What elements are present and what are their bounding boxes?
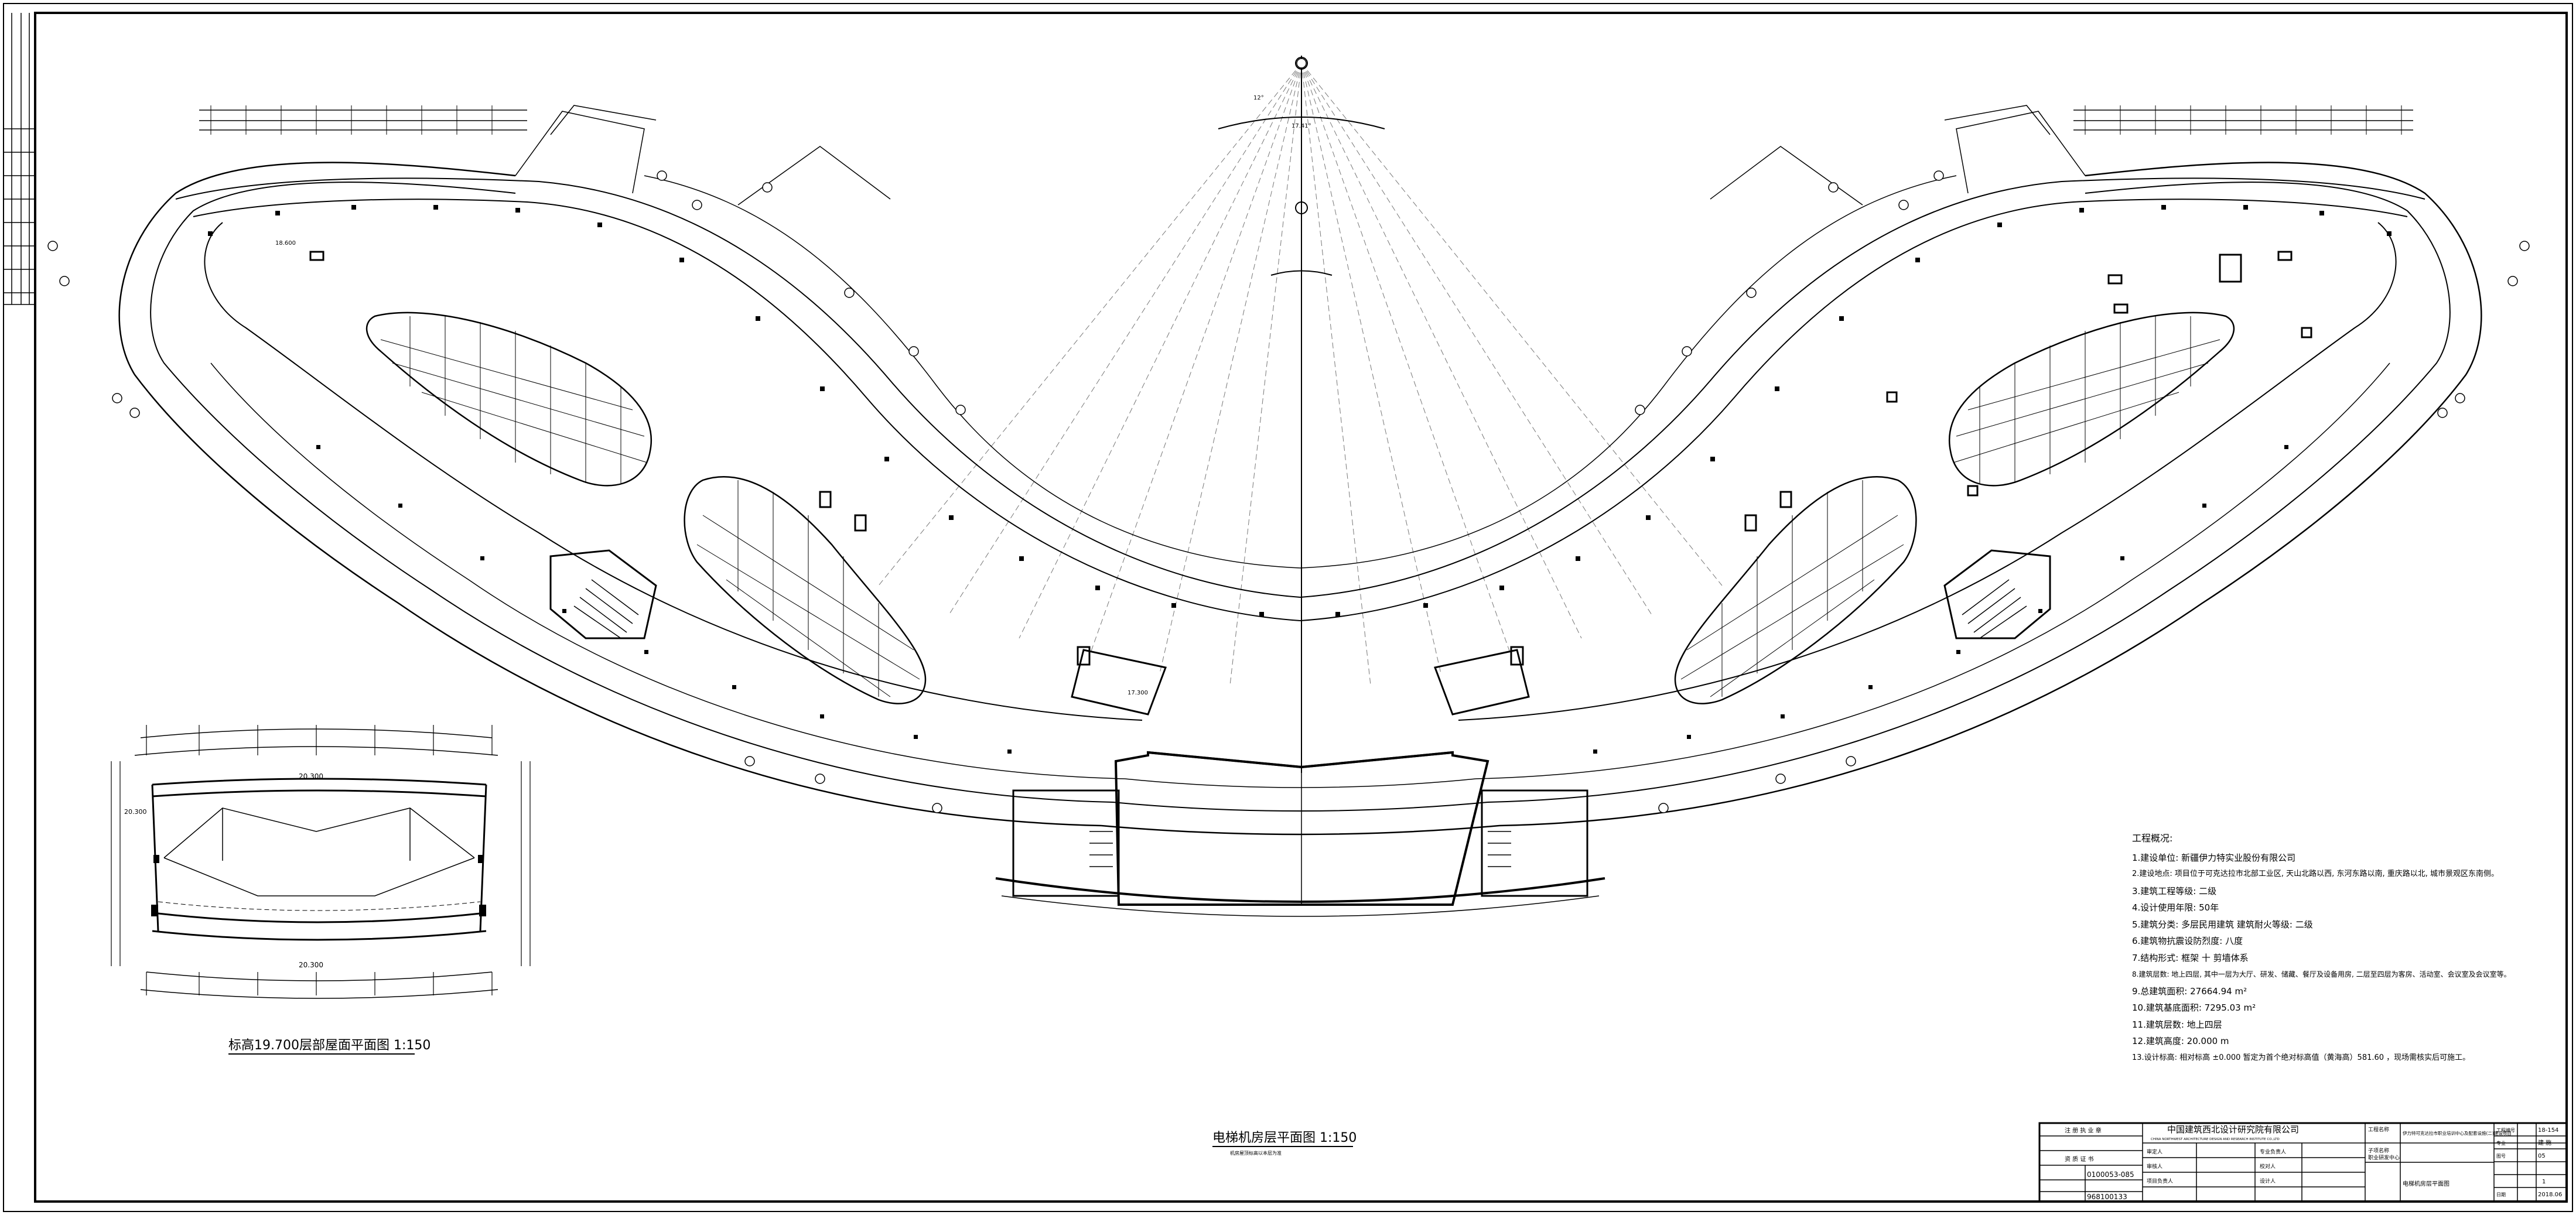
sub-project-name: 职业研发中心 xyxy=(2368,1154,2400,1161)
radial-construction-lines xyxy=(878,63,1723,686)
company-name-en: CHINA NORTHWEST ARCHITECTURE DESIGN AND … xyxy=(2151,1138,2280,1141)
version: 1 xyxy=(2542,1179,2546,1185)
note-line: 10.建筑基底面积: 7295.03 m² xyxy=(2132,1002,2256,1013)
inner-frame xyxy=(34,12,2568,1203)
outer-frame xyxy=(3,3,2573,1212)
note-line: 5.建筑分类: 多层民用建筑 建筑耐火等级: 二级 xyxy=(2132,919,2313,930)
notes-heading: 工程概况: xyxy=(2132,833,2173,844)
title-block xyxy=(2038,1122,2568,1203)
skylight-left-upper xyxy=(365,312,652,487)
cert-number: 968100133 xyxy=(2087,1193,2127,1201)
project-label: 工程名称 xyxy=(2368,1126,2389,1133)
general-notes: 工程概况: 1.建设单位: 新疆伊力特实业股份有限公司 2.建设地点: 项目位于… xyxy=(2132,830,2565,1066)
note-line: 6.建筑物抗震设防烈度: 八度 xyxy=(2132,936,2243,946)
cert-heading: 资 质 证 书 xyxy=(2065,1156,2094,1163)
main-drawing-title: 电梯机房层平面图 1:150 xyxy=(1212,1131,1357,1145)
sheet-number-label: 图号 xyxy=(2496,1154,2506,1159)
sub-project-label: 子项名称 xyxy=(2368,1147,2389,1154)
role-label: 设计人 xyxy=(2260,1178,2276,1185)
role-label: 校对人 xyxy=(2260,1163,2276,1170)
angle-label: 12° xyxy=(1253,95,1264,101)
axis-spine xyxy=(1218,56,1385,773)
role-label: 专业负责人 xyxy=(2260,1148,2286,1155)
skylight-right-lower xyxy=(1674,475,1917,704)
date: 2018.06 xyxy=(2538,1192,2562,1198)
dimension-lines-top xyxy=(199,105,2413,135)
discipline: 建 施 xyxy=(2538,1139,2551,1146)
date-label: 日期 xyxy=(2496,1192,2506,1197)
note-line: 1.建设单位: 新疆伊力特实业股份有限公司 xyxy=(2132,852,2296,863)
note-line: 4.设计使用年限: 50年 xyxy=(2132,902,2219,913)
sub-drawing-title: 标高19.700层部屋面平面图 1:150 xyxy=(228,1038,431,1053)
skylight-left-lower xyxy=(684,475,927,704)
detail-plan xyxy=(111,725,531,999)
project-number: 18-154 xyxy=(2538,1127,2558,1134)
building-outline xyxy=(118,105,2482,836)
seal-heading: 注 册 执 业 章 xyxy=(2065,1127,2102,1134)
level-label: 20.300 xyxy=(299,961,323,969)
role-label: 审核人 xyxy=(2147,1163,2162,1170)
role-label: 审定人 xyxy=(2147,1148,2162,1155)
angle-label: 17.41° xyxy=(1292,123,1311,129)
central-machine-room xyxy=(995,649,1605,917)
level-label: 18.600 xyxy=(275,240,296,247)
skylight-right-upper xyxy=(1948,312,2235,487)
level-label: 20.300 xyxy=(124,808,147,816)
stair-core-left xyxy=(549,549,657,639)
stair-core-right xyxy=(1943,549,2051,639)
note-line: 13.设计标高: 相对标高 ±0.000 暂定为首个绝对标高值（黄海高）581.… xyxy=(2132,1053,2471,1062)
project-name: 伊力特可克达拉市职业培训中心及配套设施(二)建设项目 xyxy=(2403,1130,2512,1136)
axis-bubbles xyxy=(47,58,2530,813)
roof-vents xyxy=(309,251,2312,666)
level-label: 20.300 xyxy=(299,772,323,781)
note-line: 11.建筑层数: 地上四层 xyxy=(2132,1019,2222,1030)
structural-columns xyxy=(208,205,2391,754)
note-line: 9.总建筑面积: 27664.94 m² xyxy=(2132,985,2247,997)
role-label: 项目负责人 xyxy=(2147,1178,2173,1185)
note-line: 3.建筑工程等级: 二级 xyxy=(2132,885,2217,896)
company-name: 中国建筑西北设计研究院有限公司 xyxy=(2167,1124,2299,1135)
binding-strip xyxy=(4,13,35,305)
discipline-label: 专业 xyxy=(2496,1140,2506,1146)
note-line: 12.建筑高度: 20.000 m xyxy=(2132,1036,2229,1046)
note-line: 7.结构形式: 框架 十 剪墙体系 xyxy=(2132,952,2249,963)
sheet-title: 电梯机房层平面图 xyxy=(2403,1180,2449,1187)
level-label: 17.300 xyxy=(1128,690,1148,696)
project-number-label: 工程编号 xyxy=(2496,1127,2515,1133)
main-drawing-note: 机房屋顶标高以本层为准 xyxy=(1230,1150,1282,1156)
cert-number: 0100053-085 xyxy=(2087,1170,2134,1179)
note-line: 8.建筑层数: 地上四层, 其中一层为大厅、研发、储藏、餐厅及设备用房, 二层至… xyxy=(2132,970,2511,978)
note-line: 2.建设地点: 项目位于可克达拉市北部工业区, 天山北路以西, 东河东路以南, … xyxy=(2132,870,2499,878)
sheet-number: 05 xyxy=(2538,1153,2546,1159)
